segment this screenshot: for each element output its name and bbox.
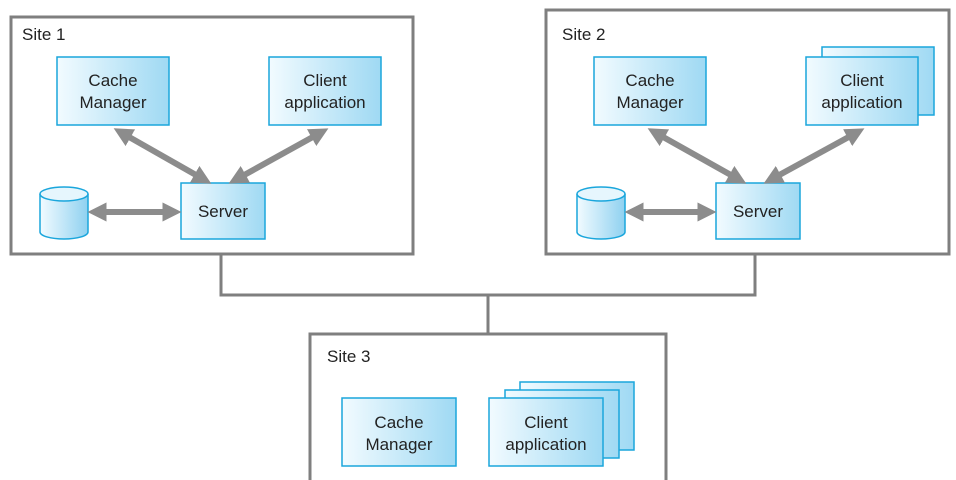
site-1-server: Server xyxy=(180,182,266,240)
site-3-client-application-stack: Client application xyxy=(488,381,635,467)
arrow-client-server-site-1 xyxy=(228,128,329,184)
cache-manager-label-line1: Cache xyxy=(625,71,674,90)
site-2-client-application-stack: Client application xyxy=(805,46,935,126)
site-1-cache-manager: Cache Manager xyxy=(56,56,170,126)
cache-manager-label-line2: Manager xyxy=(616,93,683,112)
site-1-frame xyxy=(9,15,415,256)
site-2-frame xyxy=(544,8,951,256)
cache-manager-label-line1: Cache xyxy=(88,71,137,90)
cache-manager-label-line2: Manager xyxy=(365,435,432,454)
client-application-label-line2: application xyxy=(284,93,365,112)
cache-manager-label-line2: Manager xyxy=(79,93,146,112)
server-label: Server xyxy=(733,202,783,221)
network-link-site1 xyxy=(219,255,488,297)
client-application-label-line1: Client xyxy=(840,71,884,90)
client-application-label-line2: application xyxy=(821,93,902,112)
network-link-site2 xyxy=(488,255,757,297)
site-1-client-application: Client application xyxy=(268,56,382,126)
cache-manager-label-line1: Cache xyxy=(374,413,423,432)
site-2-cache-manager: Cache Manager xyxy=(593,56,707,126)
site-2-title: Site 2 xyxy=(562,25,605,44)
arrow-client-server-site-2 xyxy=(763,128,865,184)
site-3-title: Site 3 xyxy=(327,347,370,366)
site-2: Site 2 Cache Manager Client application … xyxy=(544,8,951,256)
site-2-database-icon xyxy=(576,186,626,240)
site-1-database-icon xyxy=(39,186,89,240)
site-3-cache-manager: Cache Manager xyxy=(341,397,457,467)
site-3-frame xyxy=(308,332,668,480)
site-2-server: Server xyxy=(715,182,801,240)
site-3: Site 3 Cache Manager Client application xyxy=(308,332,668,480)
client-application-label-line2: application xyxy=(505,435,586,454)
arrow-cache-server-site-2 xyxy=(647,128,747,184)
site-1: Site 1 Cache Manager Client application … xyxy=(9,15,415,256)
site-1-title: Site 1 xyxy=(22,25,65,44)
client-application-label-line1: Client xyxy=(524,413,568,432)
network-links xyxy=(219,255,757,333)
client-application-label-line1: Client xyxy=(303,71,347,90)
server-label: Server xyxy=(198,202,248,221)
arrow-cache-server-site-1 xyxy=(113,128,212,184)
